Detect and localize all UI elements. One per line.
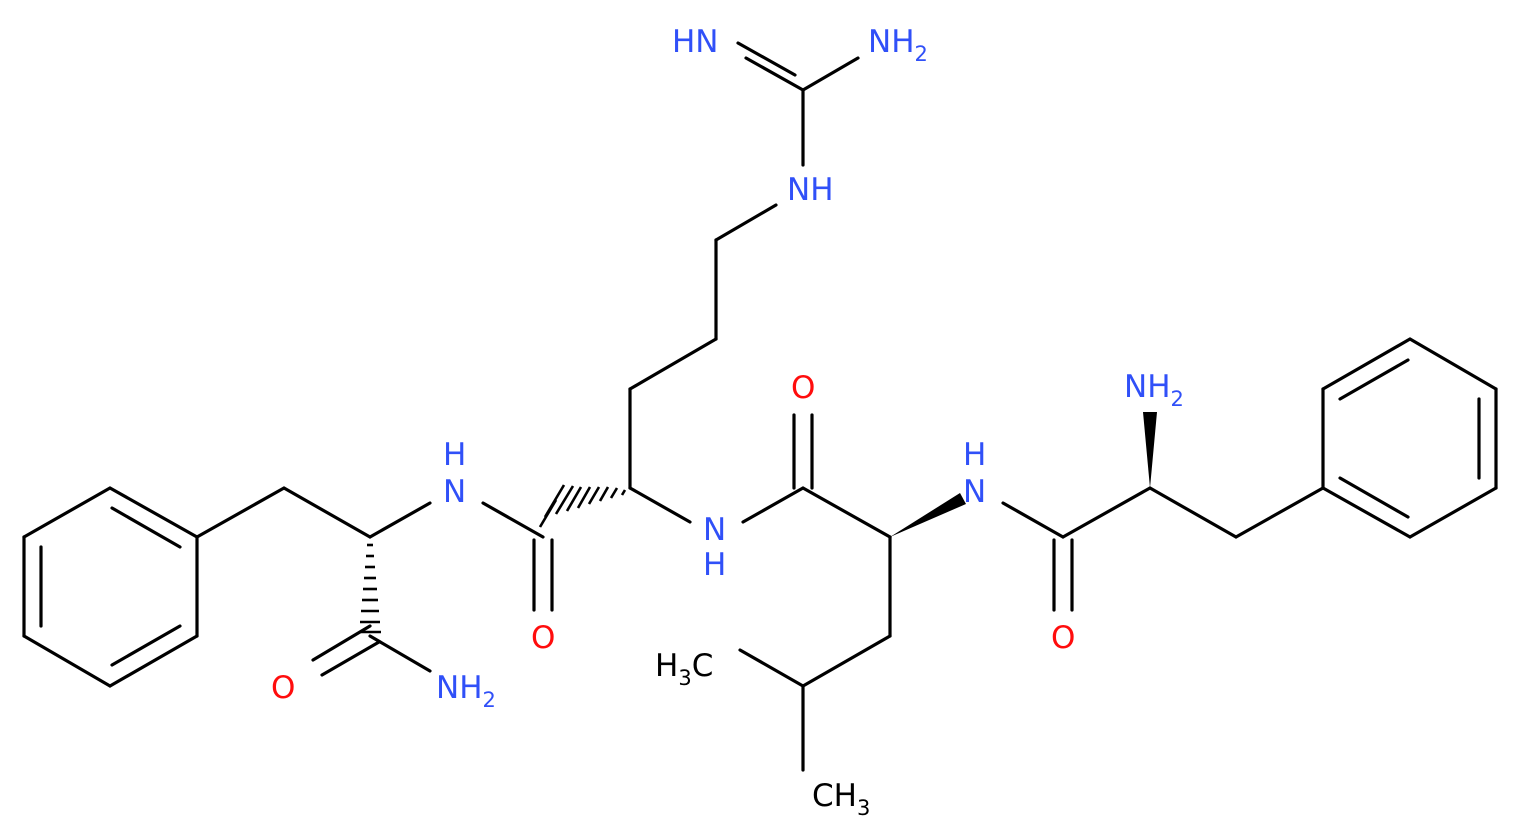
bond xyxy=(736,41,797,77)
guanidine-imine-label: HN xyxy=(672,24,719,60)
guanidine-amine-label: NH2 xyxy=(868,24,928,66)
bond xyxy=(1321,486,1412,539)
bond xyxy=(1338,358,1410,401)
bond xyxy=(1001,501,1065,539)
bond xyxy=(108,634,199,688)
bond xyxy=(628,337,718,391)
bond xyxy=(320,640,381,677)
arg-amide-n-label: N xyxy=(703,512,726,548)
solid-wedge xyxy=(890,493,966,537)
bond-skeleton xyxy=(22,41,1498,772)
bond xyxy=(110,506,182,549)
bond xyxy=(1061,486,1152,539)
bond xyxy=(1338,476,1410,519)
hashed-wedge xyxy=(359,543,381,634)
leu-nh-n-label: N xyxy=(963,474,986,510)
terminal-amide-n-label: NH2 xyxy=(436,670,496,712)
stereo-bonds xyxy=(359,412,1157,634)
leu-methyl-1-label: H3C xyxy=(655,648,713,690)
bond xyxy=(1234,486,1325,539)
bond xyxy=(1321,337,1412,391)
solid-wedge xyxy=(1143,412,1157,488)
bond xyxy=(738,648,805,688)
arg-amide-h-label: H xyxy=(703,547,726,583)
bond xyxy=(1408,486,1498,539)
bond xyxy=(368,501,432,539)
bond xyxy=(744,56,805,92)
bond xyxy=(22,486,112,539)
bond xyxy=(481,501,545,539)
phe1-amide-h-label: H xyxy=(443,437,466,473)
bond xyxy=(801,634,892,688)
bond xyxy=(714,203,778,242)
guanidine-nh-label: NH xyxy=(787,172,834,208)
bond xyxy=(1408,337,1498,391)
bond xyxy=(22,634,112,688)
phe-carbonyl-o-label: O xyxy=(1051,620,1075,656)
leu-methyl-2-label: CH3 xyxy=(812,778,870,820)
arg-carbonyl-o-label: O xyxy=(531,620,555,656)
bond xyxy=(282,486,372,539)
hashed-wedge xyxy=(538,484,627,528)
bond xyxy=(741,486,805,524)
bond xyxy=(1148,486,1238,539)
phe1-amide-n-label: N xyxy=(443,474,466,510)
bond xyxy=(801,56,860,92)
bond xyxy=(801,486,892,539)
leu-carbonyl-o-label: O xyxy=(791,370,815,406)
bond xyxy=(108,486,199,539)
bond xyxy=(195,486,286,539)
leu-nh-h-label: H xyxy=(963,437,986,473)
terminal-amide-o-label: O xyxy=(271,670,295,706)
bond xyxy=(110,624,182,667)
bond xyxy=(628,486,692,524)
nterm-amine-label: NH2 xyxy=(1124,369,1184,411)
